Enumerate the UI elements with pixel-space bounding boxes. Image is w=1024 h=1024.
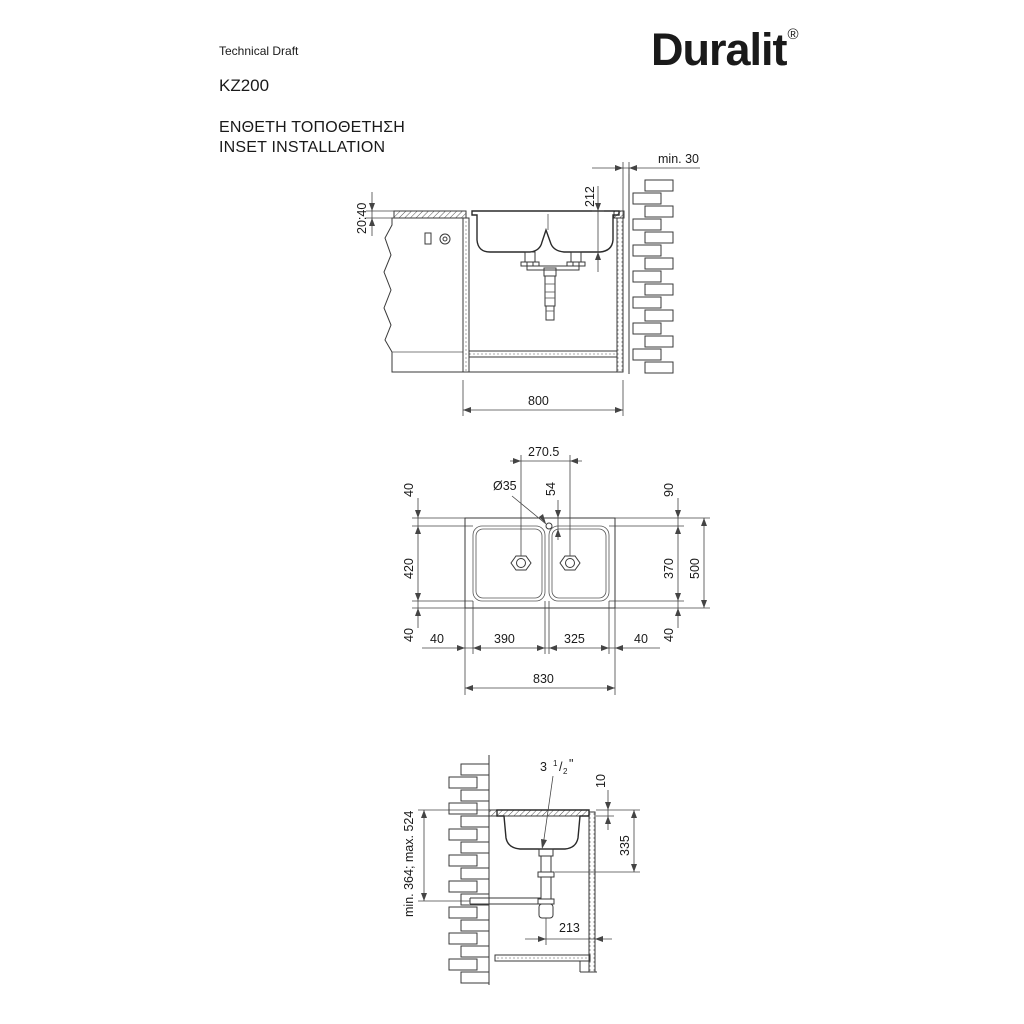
drain-size-den: 2 bbox=[563, 767, 568, 776]
left-cabinet bbox=[383, 217, 464, 373]
back-margin-left-label: 40 bbox=[402, 483, 416, 497]
right-drain bbox=[559, 555, 581, 571]
section-view: 3 1 / 2 " 10 335 min. 364; max. 524 213 bbox=[402, 755, 640, 985]
right-bowl bbox=[548, 525, 610, 602]
brand-logo: Duralit® bbox=[651, 24, 799, 76]
brand-name: Duralit bbox=[651, 24, 788, 75]
siphon bbox=[469, 848, 555, 919]
back-margin-right-label: 90 bbox=[662, 483, 676, 497]
cabinet-shelf-2 bbox=[494, 954, 591, 962]
drain-size-slash: / bbox=[559, 760, 563, 774]
overall-depth-label: 500 bbox=[688, 558, 702, 579]
countertop-section bbox=[393, 210, 467, 219]
overall-width-label: 830 bbox=[533, 672, 554, 686]
appliance-knob bbox=[439, 233, 451, 245]
depth-label: 335 bbox=[618, 835, 632, 856]
height-212-label: 212 bbox=[583, 186, 597, 207]
bowl-width-left-label: 390 bbox=[494, 632, 515, 646]
drain-size-whole: 3 bbox=[540, 760, 547, 774]
registered-mark: ® bbox=[787, 26, 799, 43]
wall-gap-label: min. 30 bbox=[658, 152, 699, 166]
bowl-width-right-label: 325 bbox=[564, 632, 585, 646]
cabinet-front-panel bbox=[588, 811, 596, 973]
title-greek: ΕΝΘΕΤΗ ΤΟΠΟΘΕΤΗΣΗ bbox=[219, 119, 406, 136]
drain-size-mark: " bbox=[569, 757, 573, 771]
top-view: 270.5 Ø35 54 40 420 40 90 37 bbox=[402, 445, 710, 695]
left-drain bbox=[510, 555, 532, 571]
cabinet-shelf bbox=[468, 350, 618, 358]
siphon-offset-label: 213 bbox=[559, 921, 580, 935]
side-margin-left-label: 40 bbox=[430, 632, 444, 646]
brick-wall-top bbox=[628, 168, 674, 374]
height-range-label: min. 364; max. 524 bbox=[402, 811, 416, 917]
drain-spacing-label: 270.5 bbox=[528, 445, 559, 459]
cabinet-width-label: 800 bbox=[528, 394, 549, 408]
front-margin-left-label: 40 bbox=[402, 628, 416, 642]
cabinet-side-right bbox=[616, 217, 624, 373]
front-margin-right-label: 40 bbox=[662, 628, 676, 642]
tap-offset-label: 54 bbox=[544, 482, 558, 496]
tap-hole-label: Ø35 bbox=[493, 479, 517, 493]
drain-assembly bbox=[520, 251, 586, 321]
bowl-depth-right-label: 370 bbox=[662, 558, 676, 579]
doc-type-label: Technical Draft bbox=[219, 44, 299, 58]
countertop-section-2 bbox=[488, 809, 590, 817]
rim-label: 10 bbox=[594, 774, 608, 788]
sink-profile bbox=[471, 210, 620, 253]
bowl-depth-left-label: 420 bbox=[402, 558, 416, 579]
drain-size-num: 1 bbox=[553, 759, 558, 768]
cabinet-side-left bbox=[462, 217, 470, 373]
sink-section bbox=[496, 809, 590, 850]
tap-hole bbox=[545, 522, 553, 530]
appliance-switch bbox=[424, 232, 432, 245]
side-margin-right-label: 40 bbox=[634, 632, 648, 646]
side-view: min. 30 212 20:40 800 bbox=[355, 152, 700, 416]
model-number: KZ200 bbox=[219, 76, 270, 95]
title-english: INSET INSTALLATION bbox=[219, 139, 386, 156]
left-bowl bbox=[472, 525, 546, 602]
brick-wall-bottom bbox=[448, 755, 490, 985]
countertop-label: 20:40 bbox=[355, 203, 369, 234]
